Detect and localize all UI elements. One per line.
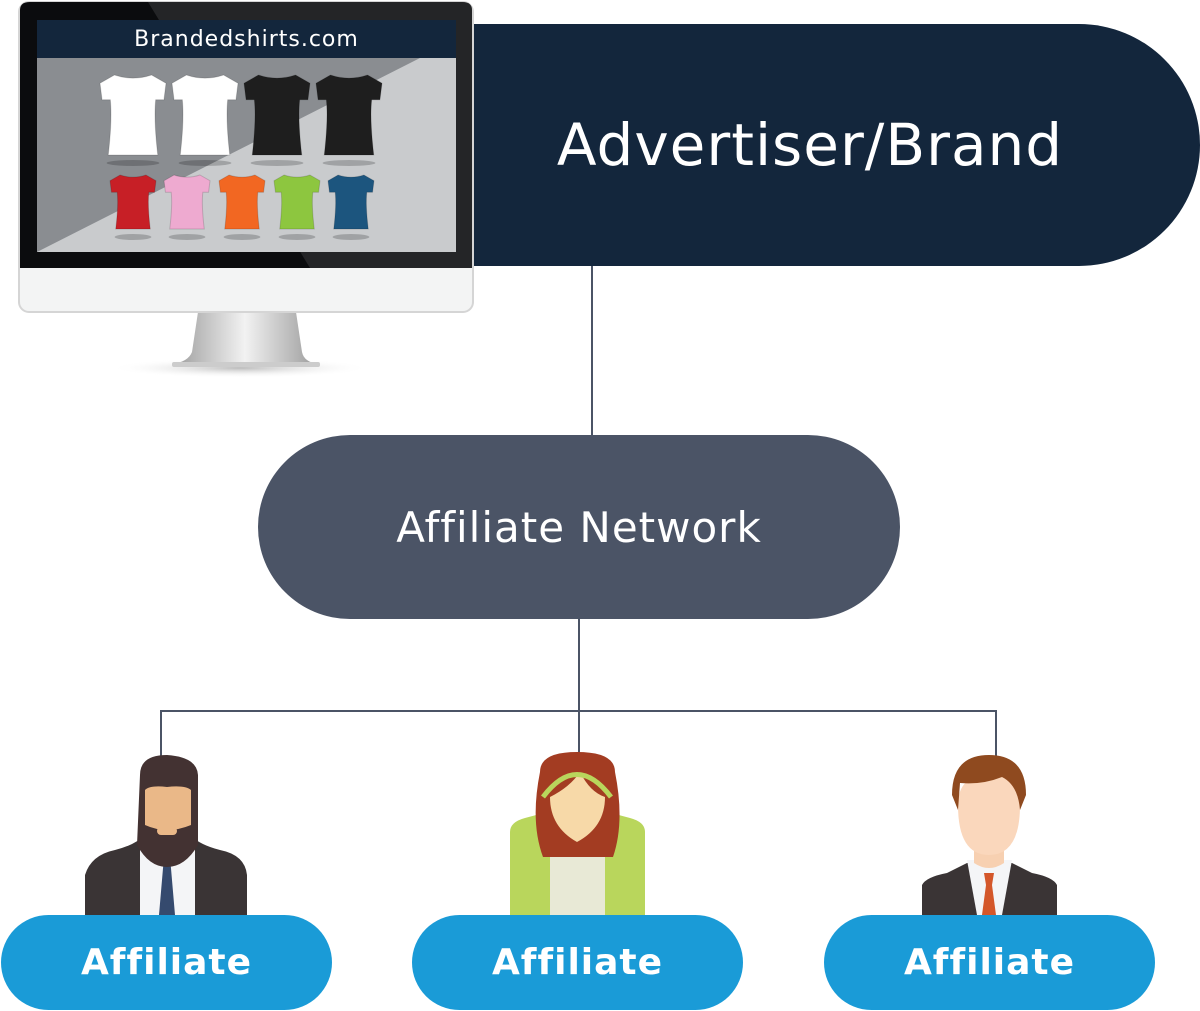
connector-brand-network bbox=[591, 266, 593, 436]
connector-network-down bbox=[578, 619, 580, 755]
affiliate-node: Affiliate bbox=[1, 915, 332, 1010]
affiliate-node: Affiliate bbox=[412, 915, 743, 1010]
shirt-shadow bbox=[322, 160, 376, 166]
shirt-shadow bbox=[223, 234, 261, 240]
monitor-icon bbox=[18, 1, 474, 378]
affiliate-network-node: Affiliate Network bbox=[258, 435, 900, 619]
shirt-shadow bbox=[114, 234, 152, 240]
advertiser-brand-label: Advertiser/Brand bbox=[556, 111, 1064, 179]
tshirt-icon bbox=[218, 174, 266, 230]
connector-horizontal bbox=[160, 710, 997, 712]
tshirt-icon bbox=[327, 174, 375, 230]
shirt-shadow bbox=[278, 234, 316, 240]
connector-left-drop bbox=[160, 710, 162, 756]
tshirt-icon bbox=[273, 174, 321, 230]
monitor-illustration: Brandedshirts.com bbox=[0, 0, 480, 380]
affiliate-label: Affiliate bbox=[903, 942, 1076, 983]
advertiser-brand-node: Advertiser/Brand bbox=[470, 24, 1200, 266]
tshirt-icon bbox=[109, 174, 157, 230]
affiliate-label: Affiliate bbox=[491, 942, 664, 983]
tshirt-icon bbox=[315, 74, 383, 156]
tshirt-icon bbox=[171, 74, 239, 156]
shirt-shadow bbox=[168, 234, 206, 240]
shirt-shadow bbox=[332, 234, 370, 240]
shirt-shadow bbox=[178, 160, 232, 166]
site-title: Brandedshirts.com bbox=[134, 26, 359, 52]
man-avatar-icon bbox=[922, 755, 1057, 915]
affiliate-node: Affiliate bbox=[824, 915, 1155, 1010]
shirt-shadow bbox=[106, 160, 160, 166]
tshirt-icon bbox=[243, 74, 311, 156]
shirt-shadow bbox=[250, 160, 304, 166]
woman-avatar-icon bbox=[510, 752, 645, 915]
tshirt-icon bbox=[99, 74, 167, 156]
affiliate-label: Affiliate bbox=[80, 942, 253, 983]
bearded-man-avatar-icon bbox=[85, 755, 247, 915]
tshirt-icon bbox=[163, 174, 211, 230]
connector-right-drop bbox=[995, 710, 997, 756]
affiliate-network-label: Affiliate Network bbox=[396, 502, 762, 552]
